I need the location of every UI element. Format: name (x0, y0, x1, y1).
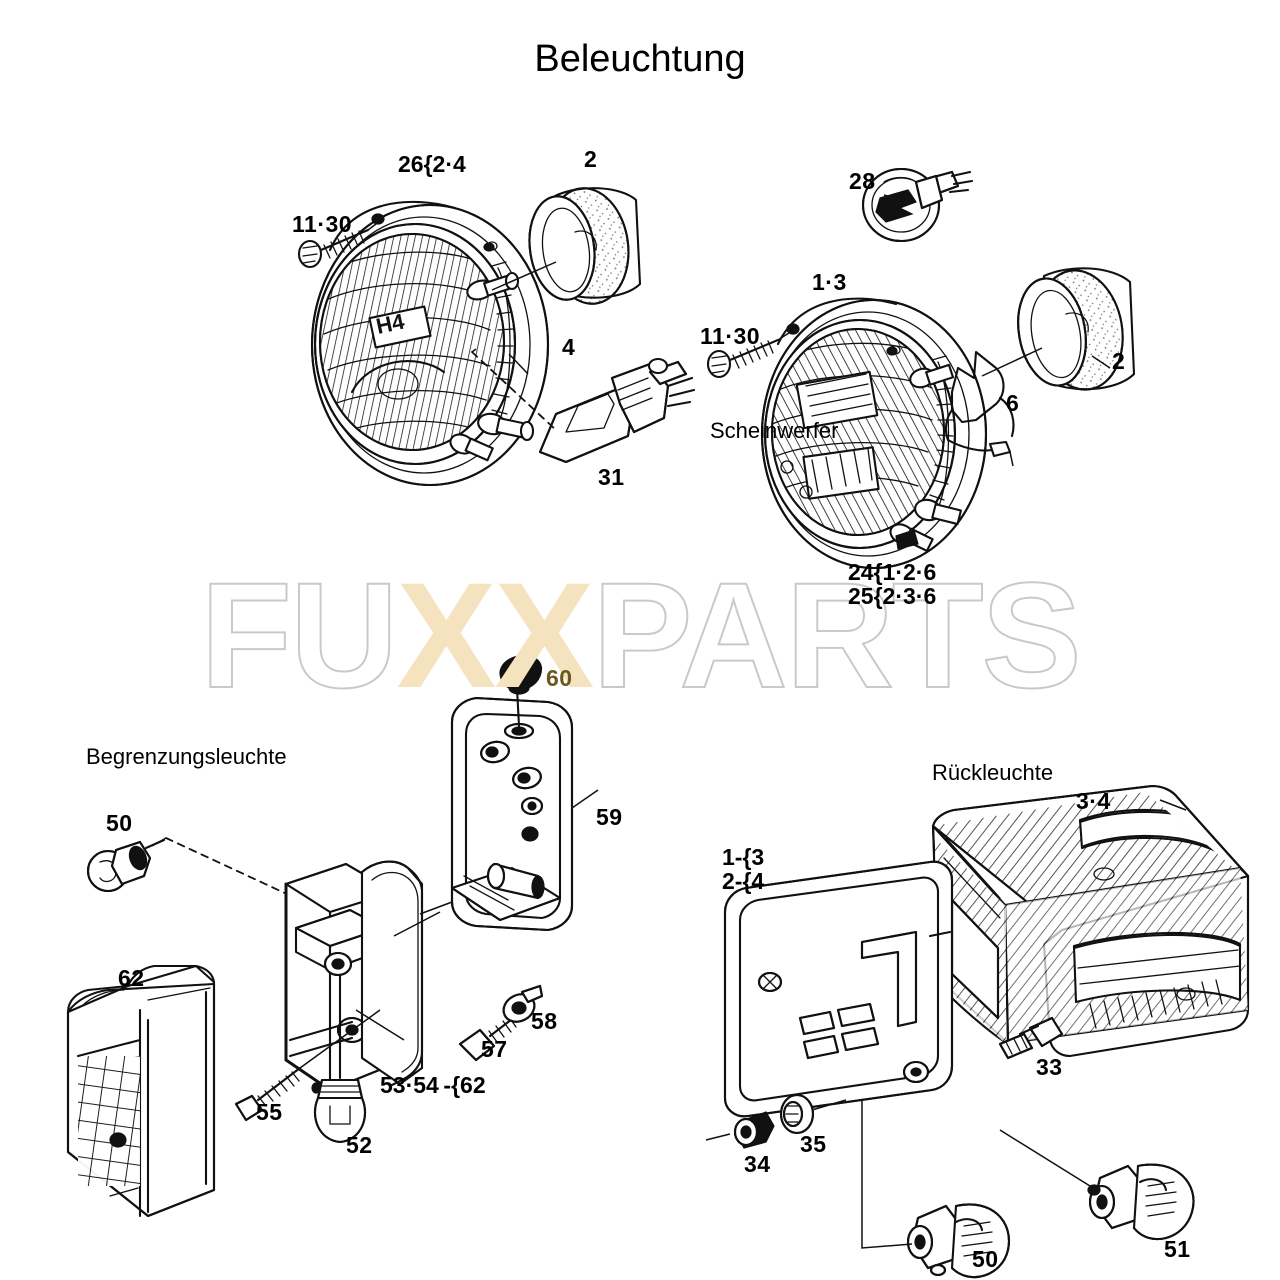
socket-28 (861, 167, 974, 243)
tail-lamp-assembly (705, 784, 1250, 1279)
callout-53-54-group: 53·54 -{62 (380, 1073, 486, 1097)
callout-2-items: 4 (751, 868, 765, 894)
dash-icon: - (438, 1072, 452, 1098)
callout-2-4-group: 2-{4 (722, 869, 764, 893)
callout-33: 33 (1036, 1054, 1063, 1080)
callout-2-tail: 2 (722, 868, 735, 894)
callout-3-4: 3·4 (1076, 788, 1111, 814)
watermark-prefix: FU (199, 551, 399, 719)
callout-2-right: 2 (1112, 348, 1126, 374)
rubber-boot-left (491, 187, 642, 305)
callout-34: 34 (744, 1151, 771, 1177)
brace-icon: { (423, 151, 433, 177)
nut-34 (705, 1111, 775, 1149)
callout-1: 1 (722, 844, 735, 870)
marker-lamp-assembly (66, 655, 599, 1218)
watermark-fuxxparts: FUXXPARTS (0, 559, 1280, 711)
housing-59 (419, 696, 599, 932)
dash-icon: - (734, 868, 743, 894)
headlight-right-assembly (706, 167, 1136, 570)
screw-11-30-right (706, 330, 793, 379)
callout-51: 51 (1164, 1236, 1191, 1262)
callout-26: 26 (398, 151, 424, 177)
callout-52: 52 (346, 1132, 373, 1158)
bulb-51 (999, 1129, 1195, 1241)
callout-28: 28 (849, 168, 876, 194)
callout-26-group: 26{2·4 (398, 152, 466, 176)
dash-icon: - (734, 844, 743, 870)
callout-25-group: 25{2·3·6 (848, 584, 936, 608)
callout-57: 57 (481, 1036, 508, 1062)
lamp-body-53-54 (284, 860, 424, 1092)
section-label-begrenzungsleuchte: Begrenzungsleuchte (86, 744, 287, 769)
washer-58 (502, 984, 544, 1023)
callout-55: 55 (256, 1099, 283, 1125)
callout-53-54: 53·54 (380, 1072, 439, 1098)
callout-4: 4 (562, 334, 576, 360)
callout-50-tail: 50 (972, 1246, 999, 1272)
callout-25-items: 2·3·6 (882, 583, 937, 609)
headlight-left-assembly (297, 187, 696, 487)
callout-26-items: 2·4 (432, 151, 466, 177)
grommet-60 (499, 655, 543, 728)
brace-icon: { (742, 844, 752, 870)
watermark-suffix: PARTS (591, 551, 1082, 719)
brace-icon: { (451, 1072, 461, 1098)
callout-1-3-group: 1-{3 (722, 845, 764, 869)
lens-marking-h4: H4 (374, 308, 407, 338)
callout-24-group: 24{1·2·6 (848, 560, 936, 584)
page-title: Beleuchtung (534, 38, 746, 80)
callout-50-marker: 50 (106, 810, 133, 836)
callout-24: 24 (848, 559, 874, 585)
callout-60: 60 (546, 665, 573, 691)
bulb-holder-slots (798, 1002, 880, 1060)
callout-58: 58 (531, 1008, 558, 1034)
lens-62 (66, 964, 216, 1218)
washer-35 (779, 1093, 847, 1135)
bulb-52 (311, 974, 367, 1144)
watermark-accent: XX (396, 551, 594, 719)
brace-icon: { (873, 559, 883, 585)
rubber-boot-right (981, 267, 1136, 391)
brace-icon: { (873, 583, 883, 609)
callout-1-3: 1·3 (812, 269, 847, 295)
callout-35: 35 (800, 1131, 827, 1157)
headlight-left-bolts (449, 271, 535, 462)
callout-11-30-left: 11·30 (292, 211, 353, 237)
callout-2-left: 2 (584, 146, 598, 172)
callout-24-items: 1·2·6 (882, 559, 937, 585)
retaining-clip-6 (944, 350, 1015, 467)
bulb-50-tail (861, 1100, 1011, 1279)
callout-59: 59 (596, 804, 623, 830)
section-label-scheinwerfer: Scheinwerfer (710, 418, 839, 443)
callout-6: 6 (1006, 390, 1020, 416)
bulb-h4-31 (538, 357, 696, 464)
callout-31: 31 (598, 464, 625, 490)
callout-25: 25 (848, 583, 874, 609)
tail-gasket-frame (723, 860, 954, 1118)
callout-1-items: 3 (751, 844, 765, 870)
bulb-50-marker (86, 837, 167, 893)
callout-11-30-right: 11·30 (700, 323, 761, 349)
callout-62-lens: 62 (118, 965, 145, 991)
section-label-rueckleuchte: Rückleuchte (932, 760, 1054, 785)
screw-55 (234, 1009, 381, 1122)
brace-icon: { (742, 868, 752, 894)
callout-53-54-items: 62 (460, 1072, 486, 1098)
headlight-right-bolts (889, 363, 962, 552)
screw-11-30-left (297, 220, 381, 269)
bolt-33 (998, 1016, 1064, 1060)
